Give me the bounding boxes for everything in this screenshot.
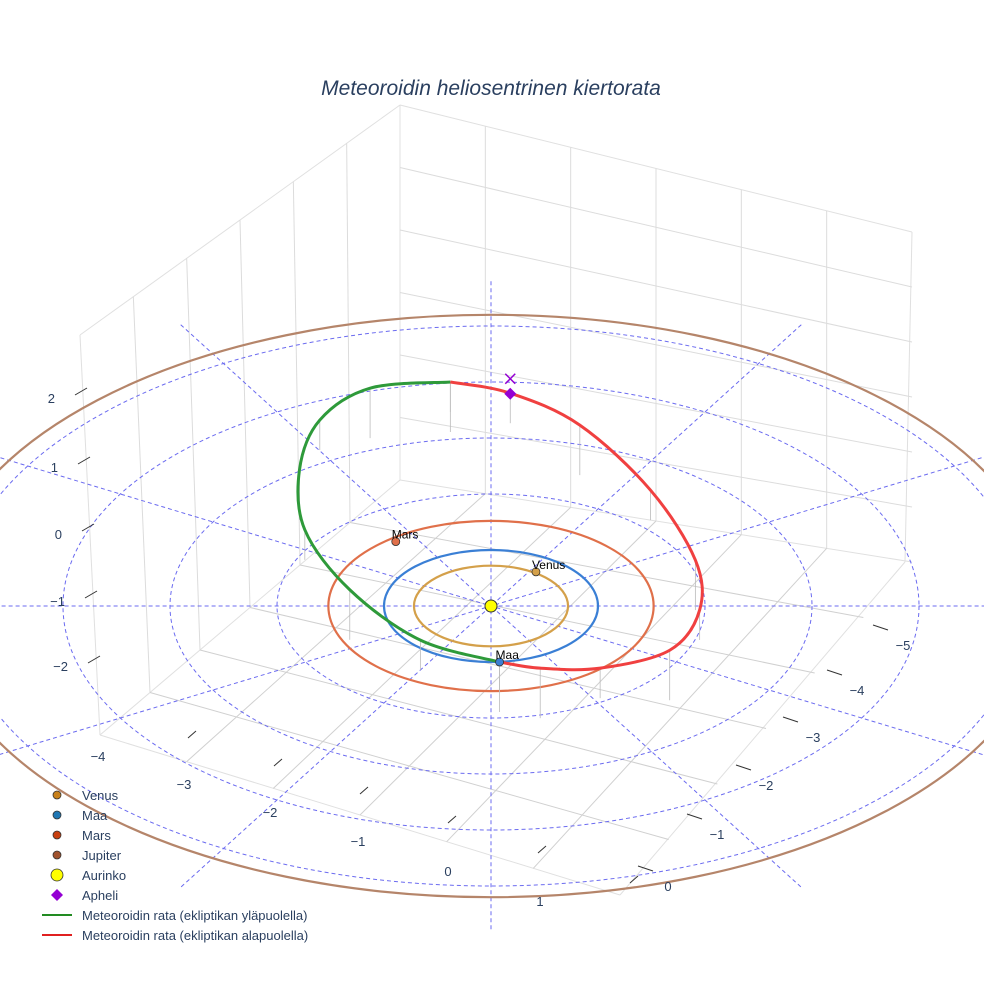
grid-line xyxy=(239,219,251,608)
x-tick-label: −1 xyxy=(351,834,366,849)
aphelion-diamond xyxy=(504,387,517,400)
z-tick-label: 1 xyxy=(51,460,58,475)
planet-marker-mars xyxy=(391,537,401,546)
grid-line xyxy=(249,607,767,729)
x-tick-label: −2 xyxy=(263,805,278,820)
orbit-below-ecliptic xyxy=(450,380,704,672)
orbit-maa xyxy=(382,548,600,664)
planet-label: Mars xyxy=(392,528,419,542)
z-tick-mark xyxy=(74,387,88,396)
z-tick-label: 2 xyxy=(48,391,55,406)
legend-item-label[interactable]: Aurinko xyxy=(82,868,126,883)
x-tick-label: 1 xyxy=(536,894,543,909)
legend-circle-symbol xyxy=(52,790,62,800)
legend: VenusMaaMarsJupiterAurinkoApheliMeteoroi… xyxy=(42,788,308,943)
y-tick-label: −3 xyxy=(806,730,821,745)
legend-circle-symbol xyxy=(52,810,62,820)
axis-grid xyxy=(79,104,913,896)
sun-marker xyxy=(484,599,498,613)
legend-item-label[interactable]: Meteoroidin rata (ekliptikan yläpuolella… xyxy=(82,908,307,923)
legend-item-label[interactable]: Apheli xyxy=(82,888,118,903)
y-tick-mark xyxy=(637,865,654,872)
grid-line xyxy=(186,258,201,651)
y-tick-mark xyxy=(782,716,799,723)
meteoroid-trajectory xyxy=(296,380,704,719)
orbit-above-ecliptic xyxy=(296,380,500,664)
chart-title: Meteoroidin heliosentrinen kiertorata xyxy=(321,77,661,100)
x-tick-mark xyxy=(187,730,197,739)
grid-line xyxy=(79,334,101,736)
planet-marker-maa xyxy=(495,657,504,667)
planet-label: Venus xyxy=(532,558,565,572)
orbit-jupiter xyxy=(0,313,984,899)
legend-item-label[interactable]: Jupiter xyxy=(82,848,122,863)
legend-diamond-symbol xyxy=(51,889,63,901)
planet-orbits xyxy=(0,313,984,899)
orbit-mars xyxy=(327,519,655,693)
y-tick-mark xyxy=(826,669,843,676)
grid-line xyxy=(346,143,351,523)
x-tick-label: −4 xyxy=(91,749,106,764)
legend-circle-symbol xyxy=(52,830,62,840)
y-tick-label: −4 xyxy=(850,683,865,698)
grid-line xyxy=(619,561,906,896)
legend-circle-symbol xyxy=(52,850,62,860)
y-tick-mark xyxy=(872,624,889,631)
x-tick-label: 0 xyxy=(444,864,451,879)
z-tick-label: 0 xyxy=(55,527,62,542)
y-tick-label: −1 xyxy=(710,827,725,842)
legend-circle-symbol xyxy=(50,868,64,882)
x-tick-mark xyxy=(629,875,639,884)
x-tick-mark xyxy=(273,758,283,767)
z-tick-label: −1 xyxy=(50,594,65,609)
y-tick-mark xyxy=(735,764,752,771)
planet-marker-venus xyxy=(531,567,541,577)
y-tick-label: 0 xyxy=(664,879,671,894)
aphelion-x-marker xyxy=(504,373,516,385)
grid-line xyxy=(132,296,151,693)
planet-label: Maa xyxy=(496,648,520,662)
orbit-venus xyxy=(412,564,570,648)
x-tick-mark xyxy=(447,815,457,824)
z-tick-label: −2 xyxy=(53,659,68,674)
z-tick-mark xyxy=(84,590,98,599)
legend-item-label[interactable]: Maa xyxy=(82,808,108,823)
y-tick-mark xyxy=(686,813,703,820)
legend-item-label[interactable]: Meteoroidin rata (ekliptikan alapuolella… xyxy=(82,928,308,943)
legend-item-label[interactable]: Venus xyxy=(82,788,119,803)
axis-ticks: 2 1 0 −1 −2 −4 −3 −2 −1 0 1 −5 −4 −3 −2 −1 0 xyxy=(48,387,911,909)
z-tick-mark xyxy=(77,456,91,465)
z-tick-mark xyxy=(87,655,101,664)
x-tick-mark xyxy=(537,845,547,854)
x-tick-label: −3 xyxy=(177,777,192,792)
x-tick-mark xyxy=(359,786,369,795)
y-tick-label: −2 xyxy=(759,778,774,793)
y-tick-label: −5 xyxy=(896,638,911,653)
legend-item-label[interactable]: Mars xyxy=(82,828,111,843)
grid-line xyxy=(149,692,669,840)
z-tick-mark xyxy=(81,523,95,532)
